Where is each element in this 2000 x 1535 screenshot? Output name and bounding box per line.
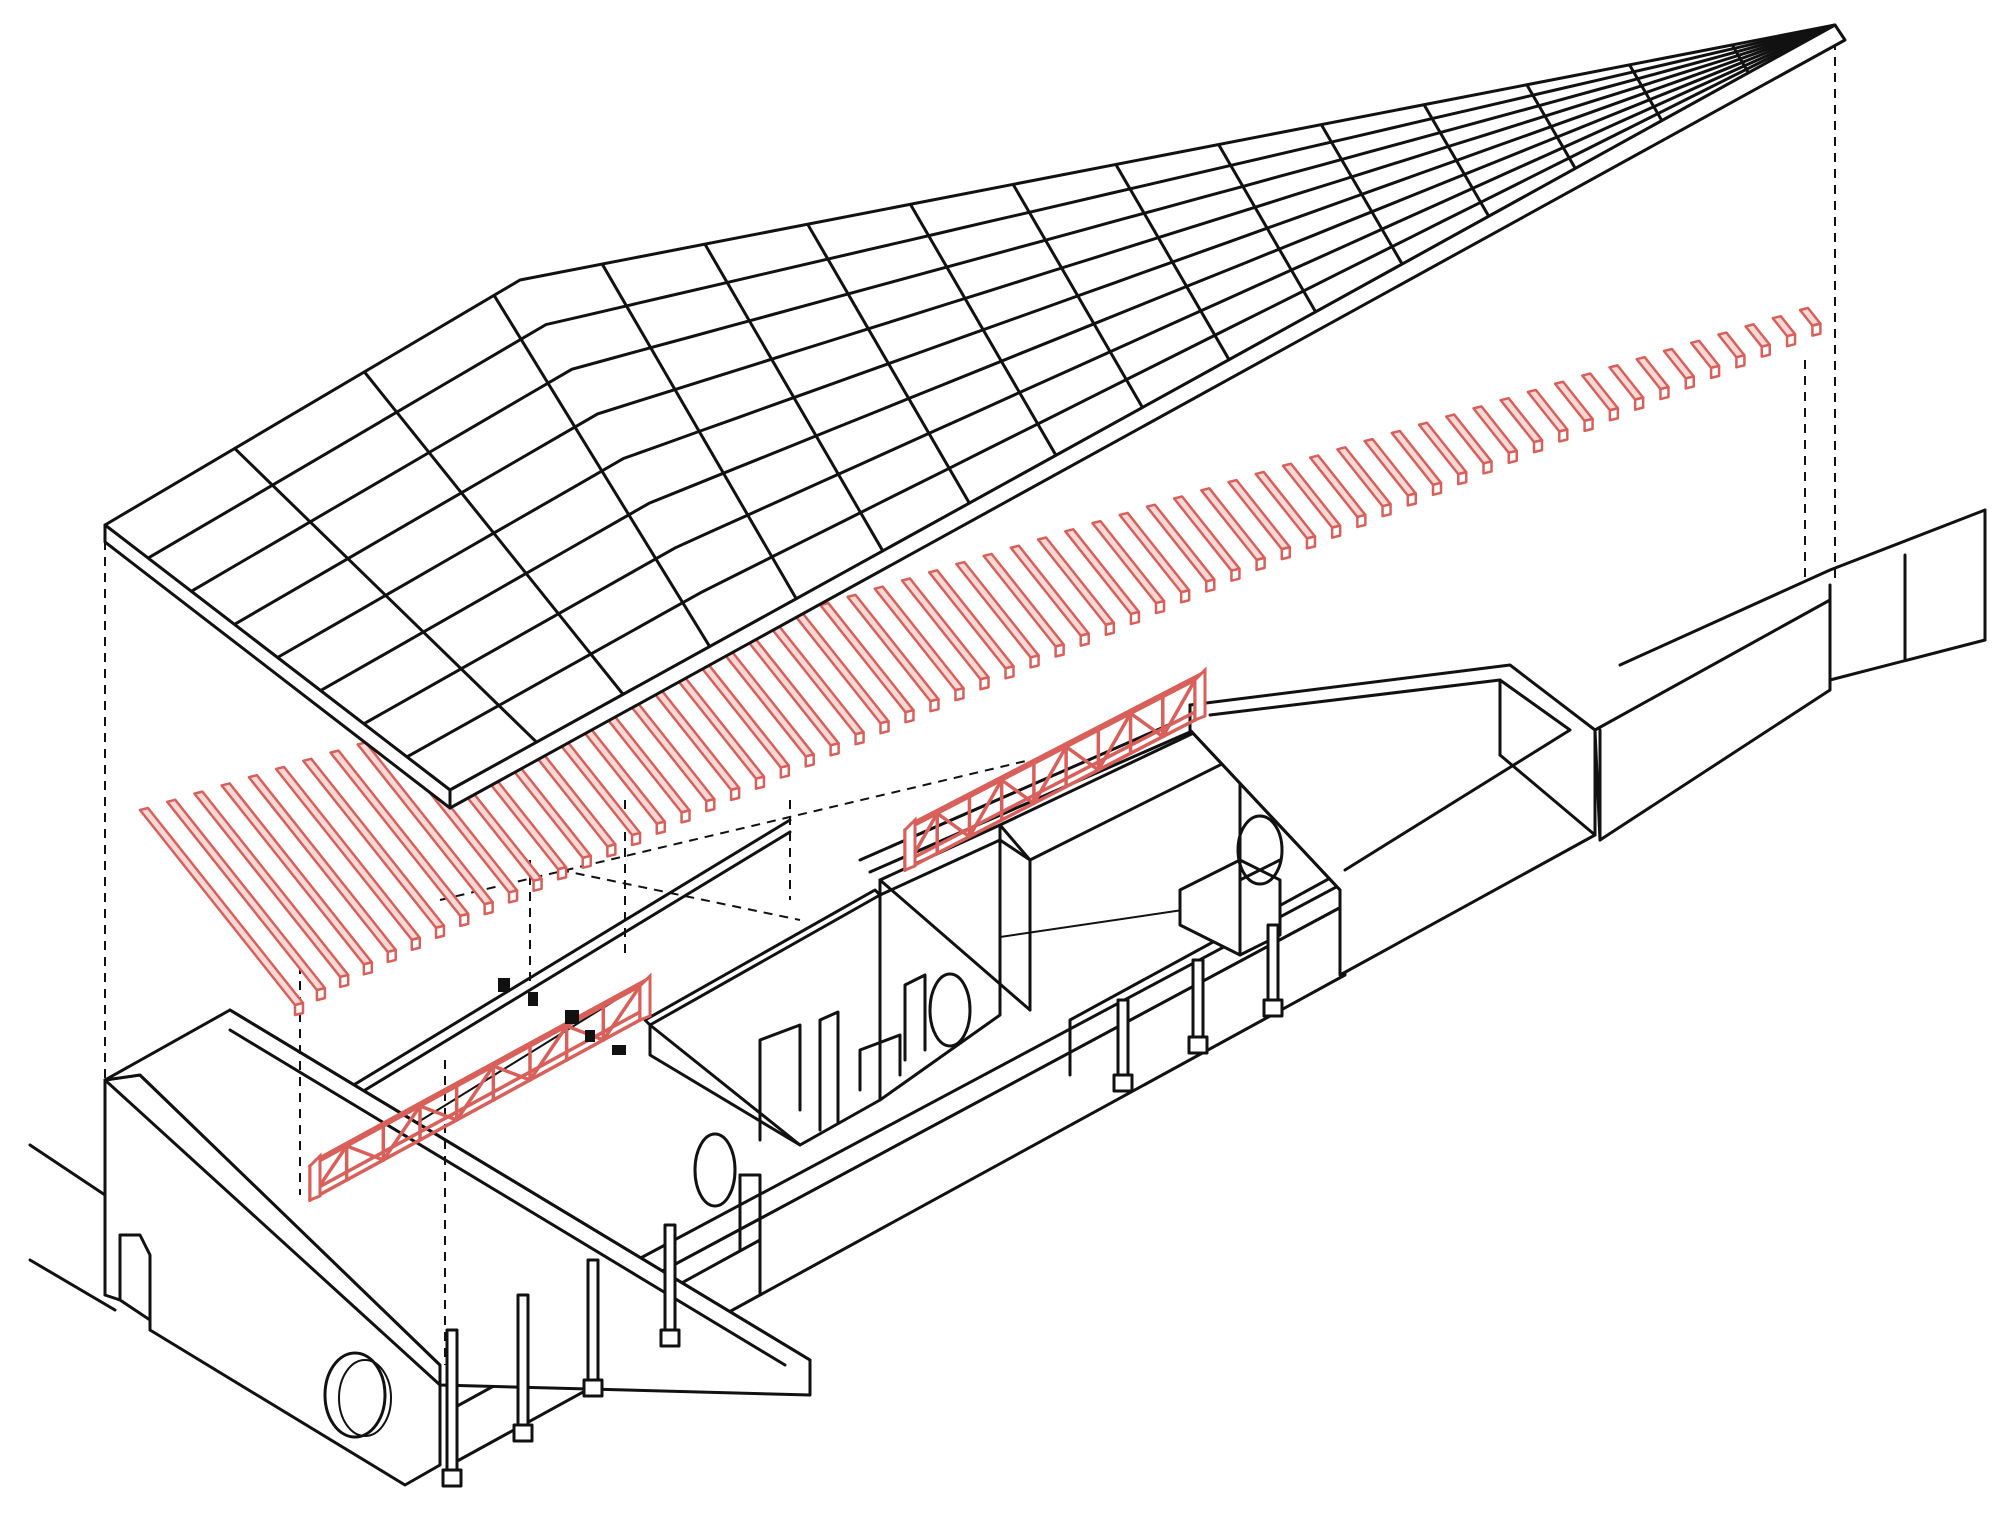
joist: [1417, 421, 1468, 486]
joist: [1744, 323, 1771, 358]
joist: [927, 569, 1015, 680]
joist: [274, 765, 422, 952]
joist: [1499, 396, 1544, 454]
truss: [903, 666, 1207, 873]
joist: [1308, 454, 1367, 529]
joist: [1662, 347, 1696, 390]
joist: [1608, 364, 1645, 411]
roof-grid-line: [319, 23, 1836, 692]
joist: [873, 585, 965, 702]
column: [441, 1328, 463, 1488]
joist: [302, 757, 446, 940]
joist: [247, 773, 397, 964]
joist: [1689, 339, 1721, 380]
roof-grid-line: [233, 23, 1836, 626]
joist: [1717, 331, 1746, 369]
joist: [193, 790, 350, 989]
connector-brackets: [498, 978, 626, 1055]
partition-wall-1: [648, 893, 882, 1147]
joist: [1036, 536, 1116, 637]
joist: [1254, 470, 1317, 550]
joist: [138, 806, 305, 1017]
joist: [955, 560, 1040, 669]
joist: [1063, 528, 1141, 626]
roof-grid-line: [190, 23, 1836, 593]
joist: [1553, 380, 1594, 433]
joist: [356, 741, 494, 916]
joist: [1798, 306, 1822, 337]
joist: [1281, 462, 1342, 539]
joist: [1172, 495, 1241, 582]
joist: [1145, 503, 1216, 593]
truss: [308, 972, 652, 1203]
round-window-mid: [693, 1132, 737, 1208]
joist: [819, 601, 915, 724]
roof-grid-line: [406, 23, 1836, 759]
joist: [846, 593, 940, 713]
joist: [1444, 413, 1493, 475]
joist: [329, 749, 470, 928]
column: [1262, 923, 1284, 1018]
roof-panel-grid: [103, 23, 1847, 810]
joist: [1363, 437, 1418, 507]
column: [582, 1258, 604, 1398]
joist: [1227, 478, 1292, 561]
joist: [1091, 519, 1166, 615]
joist: [1472, 405, 1519, 465]
trusses: [308, 666, 1207, 1203]
round-window-rear: [1236, 814, 1284, 886]
round-window-front: [323, 1351, 387, 1439]
column: [512, 1293, 534, 1443]
roof-grid-line: [147, 23, 1836, 560]
roof-grid-line: [363, 23, 1836, 726]
joist: [1635, 355, 1670, 401]
joist: [900, 577, 990, 691]
joist: [1390, 429, 1443, 497]
column: [1112, 998, 1134, 1093]
columns: [441, 923, 1284, 1488]
joist: [220, 782, 374, 976]
joist: [1526, 388, 1569, 443]
joist: [1771, 314, 1797, 348]
joist: [1581, 372, 1620, 422]
column: [1187, 958, 1209, 1055]
column: [659, 1223, 681, 1348]
joist: [982, 552, 1065, 658]
joist: [1118, 511, 1191, 604]
joist: [165, 798, 327, 1002]
roof-grid-line: [276, 23, 1836, 659]
joist: [1336, 446, 1392, 518]
joist: [1009, 544, 1090, 647]
joist: [1200, 487, 1266, 572]
